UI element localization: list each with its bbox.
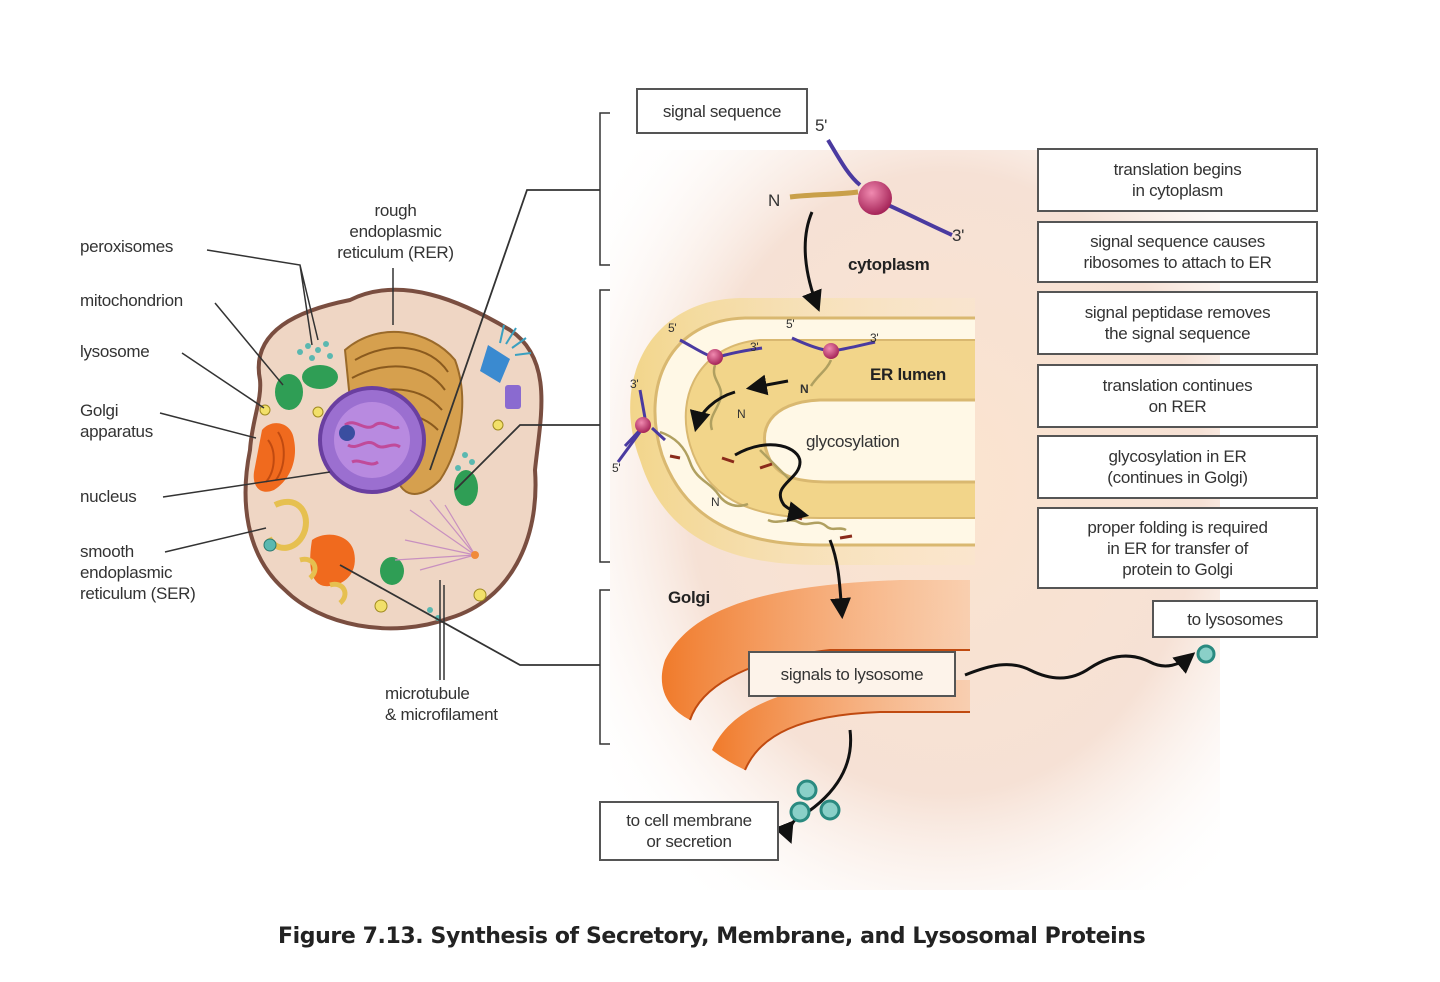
step-glycosylation: glycosylation in ER(continues in Golgi) [1037,435,1318,499]
label-5-prime-er-2: 5' [786,317,795,331]
process-arrows [689,211,853,844]
mitochondrion-3 [454,470,478,506]
vesicle-secretion-2 [789,801,811,823]
connector-lines [339,189,600,666]
cell-illustration [243,287,544,631]
figure-caption: Figure 7.13. Synthesis of Secretory, Mem… [278,924,1146,949]
brackets [599,112,610,745]
cell-golgi-2 [310,534,355,587]
vesicle-secretion-3 [819,799,841,821]
label-5-prime-top: 5' [815,116,828,135]
vesicles [789,644,1216,823]
label-ser: smooth endoplasmic reticulum (SER) [80,542,196,603]
translation-cytoplasm [789,138,953,237]
label-n-terminus-top: N [768,191,780,210]
lysosome-path [964,652,1196,680]
label-microtubule: microtubule & microfilament [385,684,498,724]
mitochondrion-4 [380,557,404,585]
box-to-lysosomes: to lysosomes [1152,600,1318,638]
label-rer: rough endoplasmic reticulum (RER) [337,201,454,262]
label-3-prime-er-1: 3' [750,340,759,354]
label-er-lumen: ER lumen [870,365,947,384]
box-to-cell-membrane: to cell membrane or secretion [599,801,779,861]
vesicle-secretion-1 [796,779,818,801]
label-peroxisomes: peroxisomes [80,237,174,256]
box-signals-to-lysosome: signals to lysosome [748,651,956,697]
ribosome-er-2 [823,343,839,359]
label-3-prime-top: 3' [952,226,965,245]
label-mitochondrion: mitochondrion [80,291,183,310]
label-nucleus: nucleus [80,487,137,506]
er-lumen-structure [630,298,975,565]
vesicle-lysosome [1196,644,1216,664]
mitochondrion-2 [302,365,338,389]
label-cytoplasm: cytoplasm [848,255,930,274]
label-golgi: Golgi [668,588,710,607]
box-signal-sequence: signal sequence [636,88,808,134]
label-n-er-3: N [711,495,720,509]
ribosome-er-1 [707,349,723,365]
label-n-er-1: N [800,382,809,396]
label-3-prime-er-2: 3' [870,331,879,345]
ribosome-cytoplasm [858,181,892,215]
label-lysosome: lysosome [80,342,150,361]
label-5-prime-er-1: 5' [668,321,677,335]
cell-leader-lines [159,249,445,680]
label-glycosylation: glycosylation [806,432,900,451]
ser [266,498,309,551]
ribosome-er-3 [635,417,651,433]
label-golgi-apparatus: Golgi apparatus [80,401,153,441]
label-5-prime-er-3: 5' [612,461,621,475]
label-n-er-2: N [737,407,746,421]
label-3-prime-er-3: 3' [630,377,639,391]
